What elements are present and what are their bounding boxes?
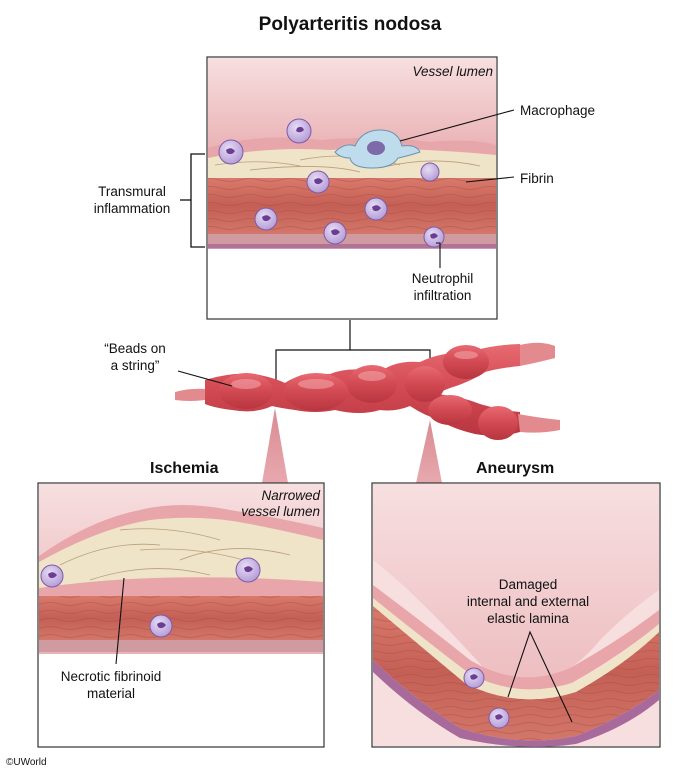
necrotic-fibrinoid-label: Necrotic fibrinoid material [60,669,162,701]
connector-ischemia [275,320,351,396]
neutrophil-leader [436,242,441,268]
ischemia-heading: Ischemia [150,460,219,477]
neutrophil-infiltration-label: Neutrophil infiltration [411,271,474,303]
fibrin-label: Fibrin [520,171,554,186]
fibrin-leader [465,176,515,183]
macrophage-leader [399,109,515,142]
ischemia-funnel [262,408,288,483]
aneurysm-funnel [416,420,442,483]
transmural-bracket [190,153,205,248]
beads-leader [177,370,233,387]
aneurysm-heading: Aneurysm [476,460,555,477]
vessel-lumen-label: Vessel lumen [412,64,493,79]
macrophage-label: Macrophage [520,103,596,118]
ischemia-panel [37,482,325,748]
beads-on-a-string-label: “Beads on a string” [104,341,166,373]
transmural-inflammation-label: Transmural inflammation [93,184,171,216]
diagram-title: Polyarteritis nodosa [258,14,442,35]
top-panel [206,56,498,320]
narrowed-vessel-lumen-label: Narrowed vessel lumen [241,488,320,519]
copyright-notice: ©UWorld [6,757,47,768]
aneurysm-panel [371,482,661,748]
damaged-lamina-label: Damaged internal and external elastic la… [466,577,590,626]
necrotic-leader [115,577,125,665]
damaged-lamina-leader [507,630,573,723]
beaded-vessel [175,342,560,440]
